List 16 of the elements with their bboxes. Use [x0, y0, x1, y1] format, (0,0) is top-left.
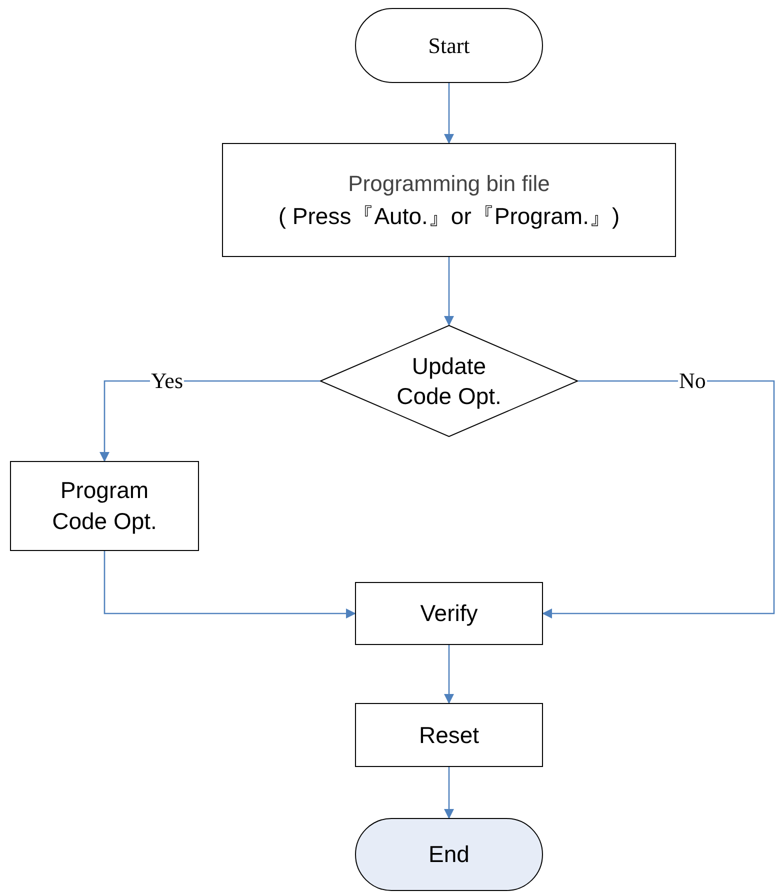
process-box: Reset — [355, 703, 543, 767]
decision-label: Update Code Opt. — [396, 352, 502, 411]
arrow — [100, 380, 320, 462]
box-instruction: ( Press『Auto.』or『Program.』) — [278, 202, 620, 231]
arrow — [542, 380, 775, 618]
end-terminal: End — [355, 818, 543, 891]
arrow — [444, 257, 454, 326]
box-heading: Programming bin file — [348, 170, 550, 198]
process-box — [222, 143, 676, 257]
arrow — [444, 767, 454, 819]
process-box: Verify — [355, 582, 543, 645]
arrow — [444, 645, 454, 704]
arrow — [444, 83, 454, 144]
process-box: Program Code Opt. — [10, 461, 199, 551]
start-terminal: Start — [355, 8, 543, 83]
arrow — [104, 551, 356, 618]
